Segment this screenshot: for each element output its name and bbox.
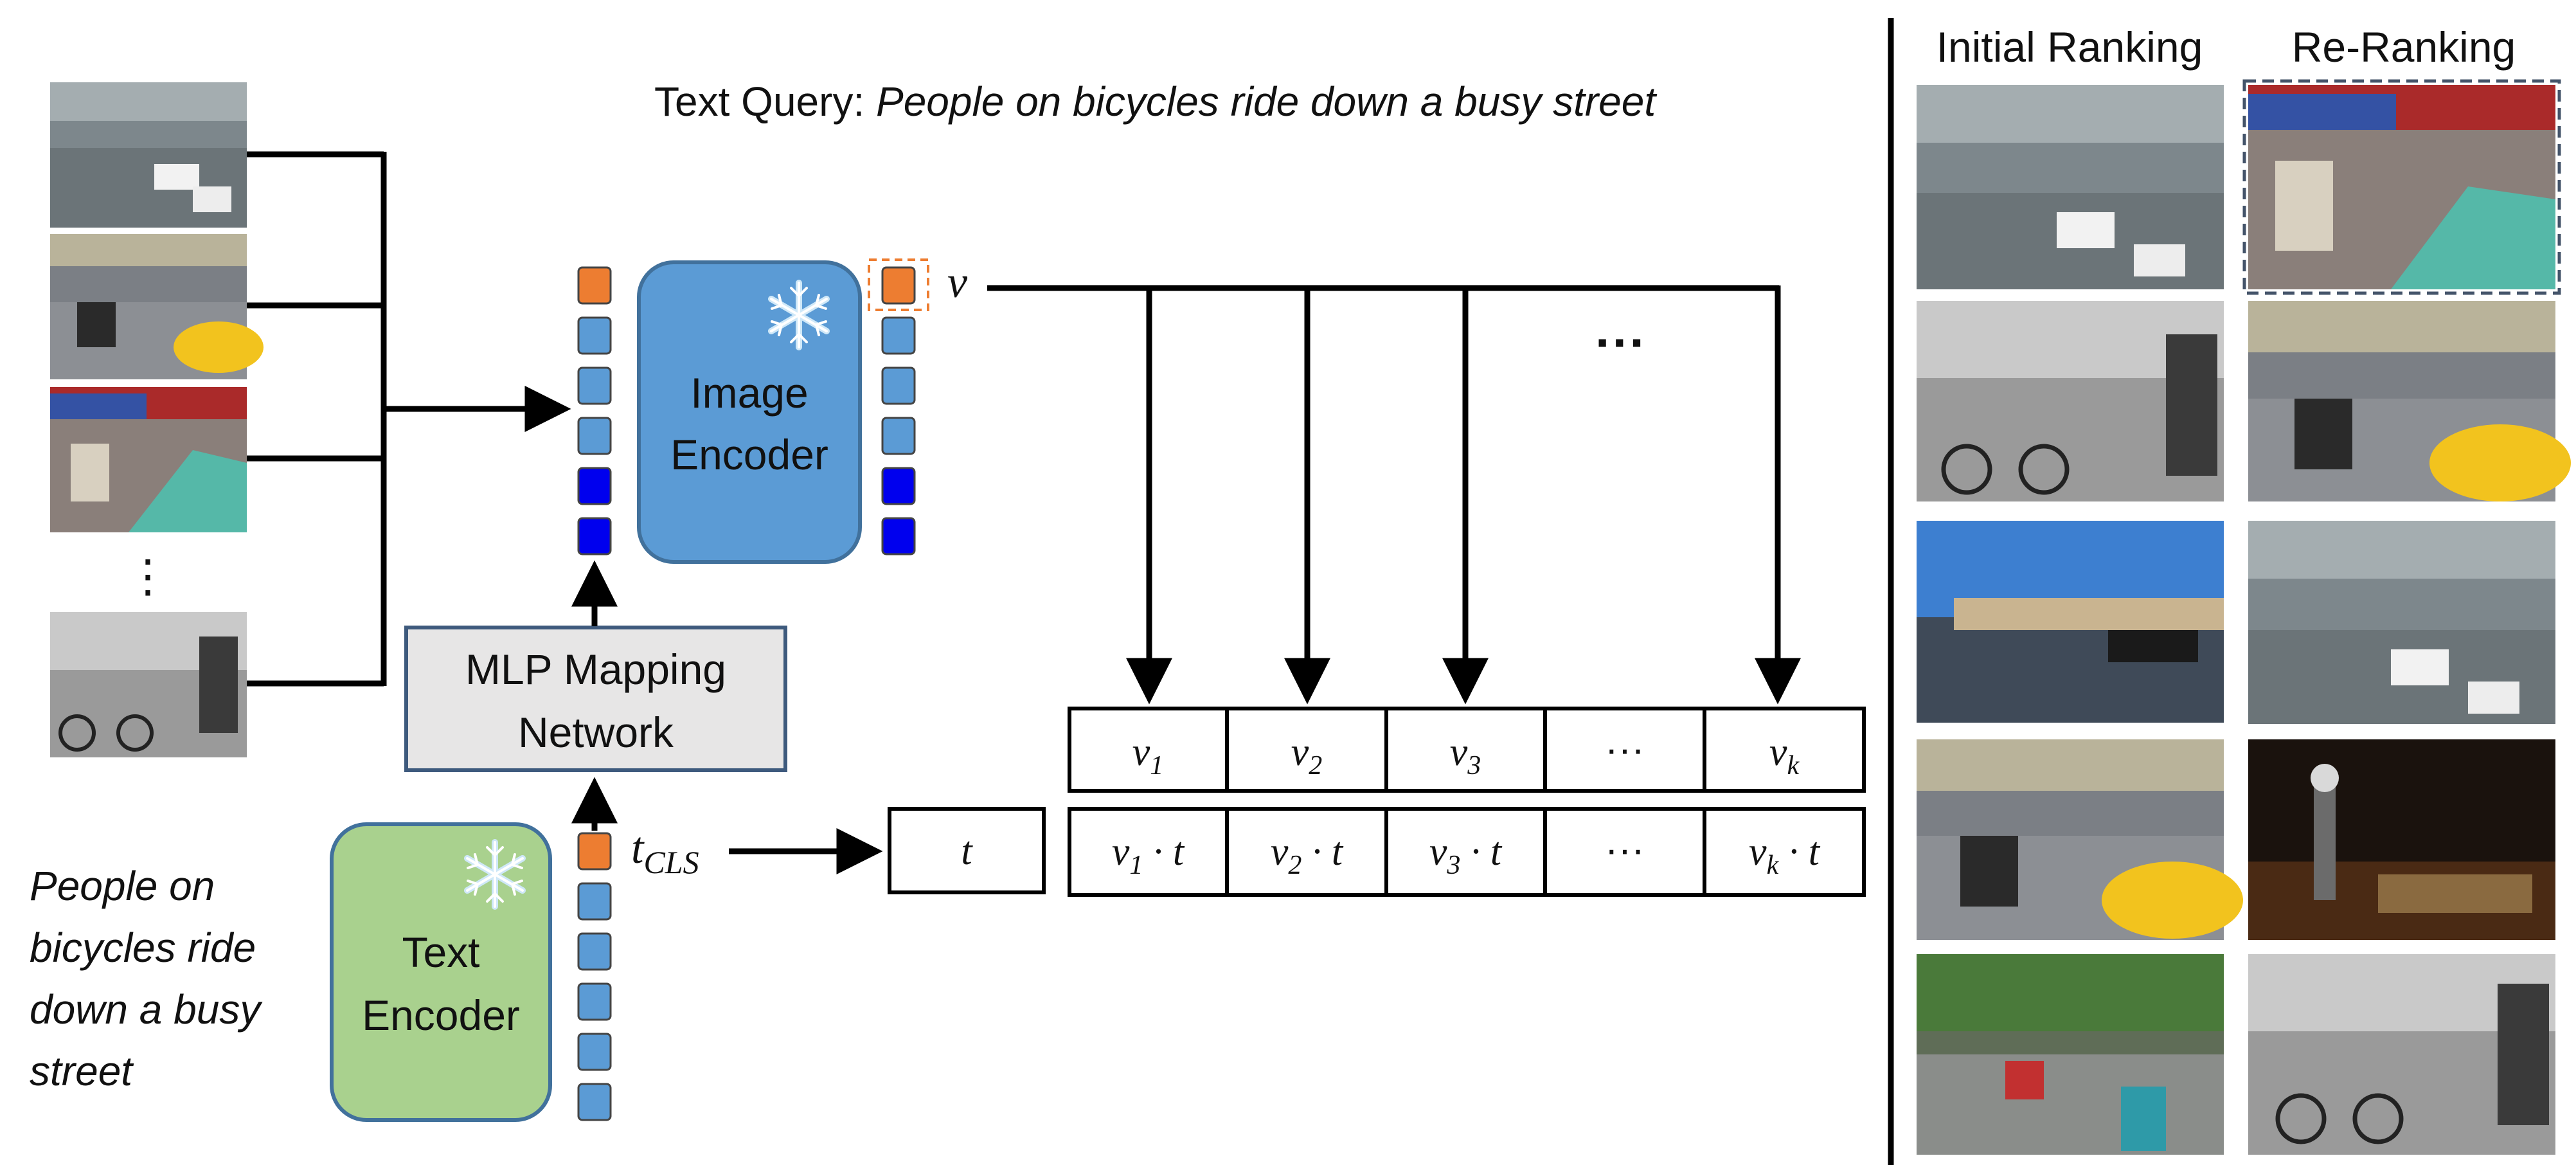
sunny-street-photo xyxy=(1917,521,2224,723)
label-v: v xyxy=(947,258,968,307)
score-cell-2: v2 · t xyxy=(1271,830,1344,880)
text-encoder-label-1: Text xyxy=(402,928,479,976)
mlp-mapping-network: MLP Mapping Network xyxy=(404,626,787,772)
input-token-column xyxy=(577,266,612,555)
text-token-column xyxy=(577,832,612,1121)
v-broadcast-arrows xyxy=(987,285,1801,705)
motorbike-street-photo xyxy=(1917,739,2243,940)
bw-cyclists-photo xyxy=(1917,301,2224,501)
t-box-label: t xyxy=(961,829,973,873)
image-encoder: Image Encoder xyxy=(637,260,862,564)
vertical-arrows xyxy=(571,560,883,874)
rerank-highlight-frame xyxy=(2242,79,2561,295)
left-query-text: People on bicycles ride down a busy stre… xyxy=(30,863,263,1094)
image-encoder-label-2: Encoder xyxy=(670,431,828,478)
left-query-line-3: down a busy xyxy=(30,986,263,1033)
left-query-line-2: bicycles ride xyxy=(30,925,256,971)
output-token-column xyxy=(868,258,929,555)
embed-cell-2: v2 xyxy=(1291,730,1323,781)
crowded-intersection-photo xyxy=(1917,85,2224,289)
embed-cell-k: vk xyxy=(1769,730,1800,781)
left-query-line-4: street xyxy=(30,1048,134,1094)
score-cell-1: v1 · t xyxy=(1112,830,1185,880)
score-cell-3: v3 · t xyxy=(1429,830,1503,880)
embed-cell-3: v3 xyxy=(1450,730,1481,781)
initial-ranking-title: Initial Ranking xyxy=(1936,23,2203,71)
rerank-title: Re-Ranking xyxy=(2292,23,2516,71)
embedding-row: v1 v2 v3 ··· vk xyxy=(1068,707,1866,793)
text-encoder: Text Encoder xyxy=(330,822,552,1122)
scooter-traffic-photo xyxy=(1917,954,2224,1155)
t-box: t xyxy=(888,807,1046,894)
bike-lane-cyclist-photo xyxy=(50,387,247,532)
more-images-ellipsis: ⋮ xyxy=(125,551,170,601)
initial-ranking-column xyxy=(1917,85,2243,1155)
crowded-intersection-photo xyxy=(50,82,247,228)
bw-cyclists-photo xyxy=(50,612,247,757)
score-row: v1 · t v2 · t v3 · t ··· vk · t xyxy=(1068,807,1866,897)
bw-cyclists-photo xyxy=(2248,954,2555,1155)
text-query-title: Text Query: People on bicycles ride down… xyxy=(654,78,1657,125)
motorbike-street-photo xyxy=(2248,301,2571,501)
night-cyclists-photo xyxy=(2248,739,2555,940)
image-encoder-label-1: Image xyxy=(690,369,808,417)
embed-cell-ellipsis: ··· xyxy=(1605,727,1645,772)
mlp-label-1: MLP Mapping xyxy=(465,646,726,693)
score-cell-ellipsis: ··· xyxy=(1605,827,1645,872)
score-cell-k: vk · t xyxy=(1749,830,1821,880)
motorbike-street-photo xyxy=(50,234,264,379)
query-prefix: Text Query: xyxy=(654,78,864,125)
embed-cell-1: v1 xyxy=(1132,730,1164,781)
label-t-cls: tCLS xyxy=(631,824,699,880)
query-text: People on bicycles ride down a busy stre… xyxy=(876,78,1657,125)
bike-lane-cyclist-photo xyxy=(2248,85,2555,289)
text-encoder-label-2: Encoder xyxy=(362,991,520,1039)
more-columns-ellipsis: ··· xyxy=(1595,314,1647,371)
image-connectors xyxy=(247,151,571,687)
left-query-line-1: People on xyxy=(30,863,215,909)
rerank-column xyxy=(2242,79,2571,1155)
crowded-intersection-photo xyxy=(2248,521,2555,724)
mlp-label-2: Network xyxy=(518,709,674,756)
input-images: ⋮ xyxy=(50,82,264,757)
